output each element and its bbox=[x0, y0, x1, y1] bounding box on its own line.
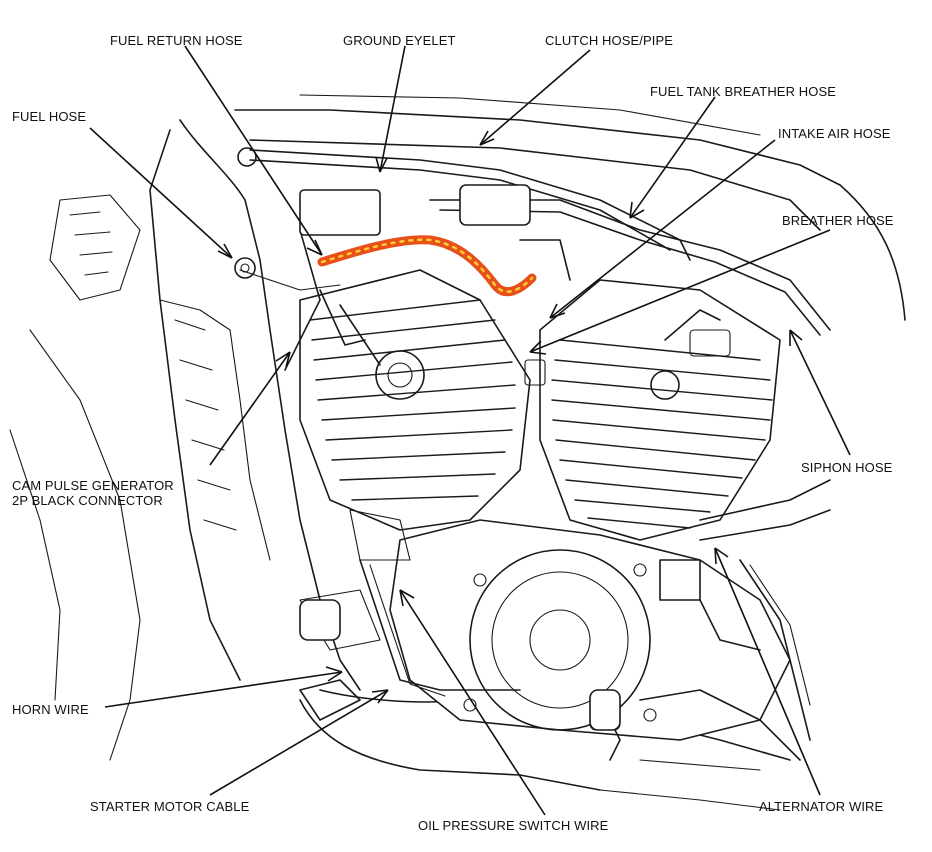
callout-breather-hose: BREATHER HOSE bbox=[782, 213, 894, 228]
callout-alternator-wire: ALTERNATOR WIRE bbox=[759, 799, 883, 814]
callout-fuel-hose-label: FUEL HOSE bbox=[12, 109, 87, 124]
callout-fuel-hose: FUEL HOSE bbox=[12, 109, 86, 124]
callout-fuel-return-hose-label: FUEL RETURN HOSE bbox=[110, 33, 243, 48]
callout-alternator-wire-label: ALTERNATOR WIRE bbox=[759, 799, 884, 814]
callout-ground-eyelet: GROUND EYELET bbox=[343, 33, 456, 48]
callout-ground-eyelet-label: GROUND EYELET bbox=[343, 33, 456, 48]
front-cylinder bbox=[299, 269, 531, 531]
rear-cylinder bbox=[539, 279, 781, 541]
footpegs bbox=[299, 599, 621, 731]
callout-breather-hose-label: BREATHER HOSE bbox=[782, 213, 894, 228]
callout-intake-air-hose: INTAKE AIR HOSE bbox=[778, 126, 891, 141]
callout-fuel-tank-breather-hose-label: FUEL TANK BREATHER HOSE bbox=[650, 84, 837, 99]
callout-siphon-hose-label: SIPHON HOSE bbox=[801, 460, 893, 475]
callout-clutch-hose-pipe-label: CLUTCH HOSE/PIPE bbox=[545, 33, 674, 48]
crankcase bbox=[299, 509, 791, 761]
callout-clutch-hose-pipe: CLUTCH HOSE/PIPE bbox=[545, 33, 673, 48]
callout-fuel-tank-breather-hose: FUEL TANK BREATHER HOSE bbox=[650, 84, 836, 99]
callout-horn-wire: HORN WIRE bbox=[12, 702, 89, 717]
callout-cam-pulse-generator-line2: 2P BLACK CONNECTOR bbox=[12, 493, 163, 508]
callout-cam-pulse-generator: CAM PULSE GENERATOR 2P BLACK CONNECTOR bbox=[12, 478, 174, 508]
callout-fuel-return-hose: FUEL RETURN HOSE bbox=[110, 33, 243, 48]
frame-outline bbox=[9, 94, 906, 811]
callout-oil-pressure-switch-wire-label: OIL PRESSURE SWITCH WIRE bbox=[418, 818, 609, 833]
fuel-return-hose-highlight bbox=[317, 235, 537, 297]
callout-siphon-hose: SIPHON HOSE bbox=[801, 460, 892, 475]
callout-horn-wire-label: HORN WIRE bbox=[12, 702, 89, 717]
callout-oil-pressure-switch-wire: OIL PRESSURE SWITCH WIRE bbox=[418, 818, 608, 833]
callout-starter-motor-cable: STARTER MOTOR CABLE bbox=[90, 799, 249, 814]
callout-starter-motor-cable-label: STARTER MOTOR CABLE bbox=[90, 799, 250, 814]
leader-lines bbox=[89, 45, 851, 816]
callout-intake-air-hose-label: INTAKE AIR HOSE bbox=[778, 126, 891, 141]
hoses-and-pipes bbox=[234, 147, 831, 761]
callout-cam-pulse-generator-line1: CAM PULSE GENERATOR bbox=[12, 478, 174, 493]
